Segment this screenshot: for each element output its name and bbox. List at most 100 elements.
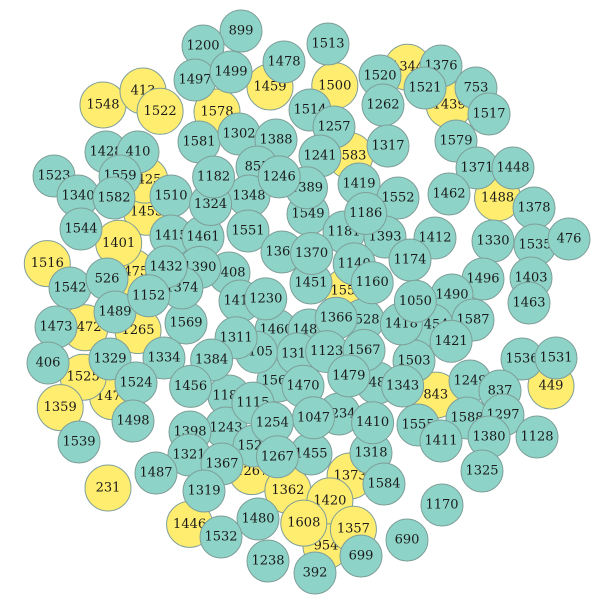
bubble-label: 1419	[342, 177, 375, 192]
bubble-circle	[280, 499, 328, 547]
bubble-label: 1388	[259, 133, 292, 148]
bubble-1302: 1302	[217, 112, 261, 156]
bubble-label: 1160	[356, 275, 389, 290]
bubble-circle	[92, 176, 136, 220]
bubble-label: 1473	[39, 320, 72, 335]
bubble-circle	[366, 124, 410, 168]
bubble-label: 1267	[261, 449, 294, 464]
bubble-1524: 1524	[114, 361, 158, 405]
bubble-circle	[257, 155, 301, 199]
bubble-label: 1321	[172, 448, 205, 463]
bubble-1522: 1522	[136, 87, 184, 135]
bubble-1536: 1536	[500, 337, 544, 381]
bubble-circle	[246, 539, 290, 583]
bubble-label: 1521	[408, 81, 441, 96]
bubble-label: 954	[314, 539, 339, 554]
bubble-label: 1523	[37, 169, 70, 184]
bubble-1480: 1480	[236, 497, 280, 541]
bubble-label: 1317	[371, 139, 404, 154]
bubble-1254: 1254	[250, 401, 294, 445]
bubble-1378: 1378	[512, 186, 556, 230]
bubble-1317: 1317	[366, 124, 410, 168]
bubble-label: 1549	[291, 207, 324, 222]
bubble-label: 1174	[393, 253, 426, 268]
bubble-label: 1470	[286, 379, 319, 394]
bubble-label: 1415	[154, 229, 187, 244]
bubble-label: 1241	[303, 149, 336, 164]
bubble-label: 1479	[332, 368, 365, 383]
bubble-circle	[491, 146, 535, 190]
bubble-label: 1254	[256, 416, 289, 431]
bubble-label: 1499	[214, 65, 247, 80]
bubble-label: 1393	[368, 230, 401, 245]
bubble-1241: 1241	[298, 134, 342, 178]
bubble-label: 1318	[354, 446, 387, 461]
bubble-label: 1403	[514, 271, 547, 286]
bubble-label: 1324	[194, 197, 227, 212]
bubble-circle	[306, 22, 350, 66]
bubble-label: 410	[126, 145, 151, 160]
bubble-label: 690	[395, 533, 420, 548]
bubble-699: 699	[339, 534, 383, 578]
bubble-circle	[290, 232, 334, 275]
bubble-label: 1302	[222, 127, 255, 142]
bubble-1182: 1182	[192, 155, 236, 199]
bubble-1478: 1478	[262, 40, 306, 84]
bubble-label: 1412	[418, 231, 451, 246]
bubble-label: 1373	[334, 469, 367, 484]
bubble-label: 1497	[178, 73, 211, 88]
bubble-1411: 1411	[419, 419, 463, 463]
bubble-label: 1489	[98, 305, 131, 320]
bubble-1334: 1334	[142, 336, 186, 380]
bubble-label: 1498	[116, 414, 149, 429]
bubble-1497: 1497	[173, 58, 217, 102]
bubble-392: 392	[293, 551, 337, 595]
bubble-label: 1552	[381, 191, 414, 206]
bubble-label: 1608	[287, 516, 320, 531]
bubble-1421: 1421	[429, 319, 473, 363]
bubble-1370: 1370	[290, 232, 334, 275]
bubble-circle	[244, 277, 288, 321]
bubble-label: 1525	[67, 370, 100, 385]
bubble-1479: 1479	[327, 354, 371, 398]
bubble-label: 753	[464, 81, 489, 96]
bubble-label: 1123	[310, 344, 343, 359]
bubble-label: 1319	[187, 484, 220, 499]
bubble-1531: 1531	[534, 336, 578, 380]
bubble-1267: 1267	[255, 435, 299, 479]
bubble-label: 1230	[249, 291, 282, 306]
bubble-circle	[515, 415, 559, 459]
bubble-circle	[169, 364, 213, 408]
bubble-label: 1329	[93, 352, 126, 367]
bubble-label: 1384	[195, 353, 228, 368]
bubble-circle	[219, 9, 263, 53]
bubble-label: 1542	[53, 281, 86, 296]
bubble-label: 1262	[366, 98, 399, 113]
bubble-label: 1536	[505, 352, 538, 367]
bubble-label: 1510	[154, 189, 187, 204]
bubble-label: 1371	[460, 161, 493, 176]
bubble-1548: 1548	[79, 81, 127, 129]
bubble-label: 1539	[62, 435, 95, 450]
bubble-1340: 1340	[56, 174, 100, 218]
bubble-label: 1238	[251, 554, 284, 569]
bubble-label: 231	[96, 481, 121, 496]
bubble-1456: 1456	[169, 364, 213, 408]
bubble-label: 1488	[481, 190, 514, 205]
bubble-label: 1366	[320, 311, 353, 326]
bubble-label: 1455	[294, 447, 327, 462]
bubble-1371: 1371	[455, 146, 499, 190]
bubble-label: 1551	[231, 224, 264, 239]
bubble-label: 476	[557, 232, 582, 247]
bubble-label: 1343	[386, 379, 419, 394]
bubble-label: 1367	[205, 457, 238, 472]
bubble-label: 1246	[263, 169, 296, 184]
bubble-circle	[209, 50, 253, 94]
bubble-label: 1410	[356, 415, 389, 430]
bubble-1152: 1152	[127, 274, 171, 318]
bubble-circle	[57, 420, 101, 464]
bubble-label: 1535	[518, 238, 551, 253]
bubble-label: 1567	[347, 343, 380, 358]
bubble-1517: 1517	[467, 92, 511, 136]
bubble-1489: 1489	[93, 290, 137, 334]
